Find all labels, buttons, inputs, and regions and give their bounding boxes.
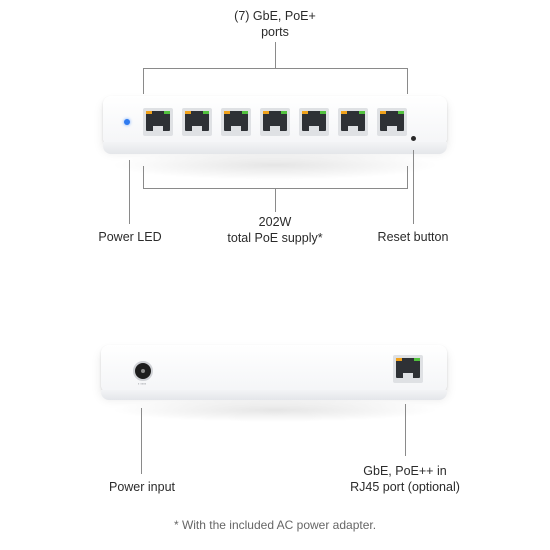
power-input-label: Power input [108,480,175,494]
port-2 [182,108,212,136]
reset-pointer [413,150,414,224]
port-4 [260,108,290,136]
rj45-pointer [405,404,406,456]
supply-bracket-left [143,166,144,188]
supply-label-line1: 202W [258,215,292,229]
ports-label-line1: (7) GbE, PoE+ [234,9,316,23]
supply-bracket-right [407,166,408,188]
rj45-label-line2: RJ45 port (optional) [350,480,460,494]
reset-button-label: Reset button [377,230,449,244]
rj45-label: GbE, PoE++ in RJ45 port (optional) [340,463,470,495]
front-device-shadow [110,150,440,180]
power-led-pointer [129,160,130,224]
supply-label-line2: total PoE supply* [227,231,323,245]
port-7 [377,108,407,136]
footnote: * With the included AC power adapter. [173,518,377,532]
ports-bracket-left [143,68,144,94]
power-input-pointer [141,408,142,474]
reset-hole [411,136,416,141]
rj45-uplink-port [393,355,423,383]
port-3 [221,108,251,136]
port-1 [143,108,173,136]
ports-label-line2: ports [261,25,289,39]
port-5 [299,108,329,136]
front-device-base [103,142,447,154]
power-led-label: Power LED [98,230,162,244]
power-input-marking: ▪ ▪▪▪▪ [138,381,147,386]
ports-label: (7) GbE, PoE+ ports [210,8,340,40]
port-6 [338,108,368,136]
power-led-indicator [124,119,130,125]
rear-device [101,345,447,393]
rear-device-shadow [110,398,440,422]
ports-bracket-top [143,68,408,69]
ports-bracket-right [407,68,408,94]
supply-label: 202W total PoE supply* [205,214,345,246]
supply-bracket-stem [275,188,276,212]
ports-bracket-stem [275,42,276,68]
rj45-label-line1: GbE, PoE++ in [363,464,447,478]
rear-device-base [101,390,447,400]
power-input-jack [133,361,153,381]
